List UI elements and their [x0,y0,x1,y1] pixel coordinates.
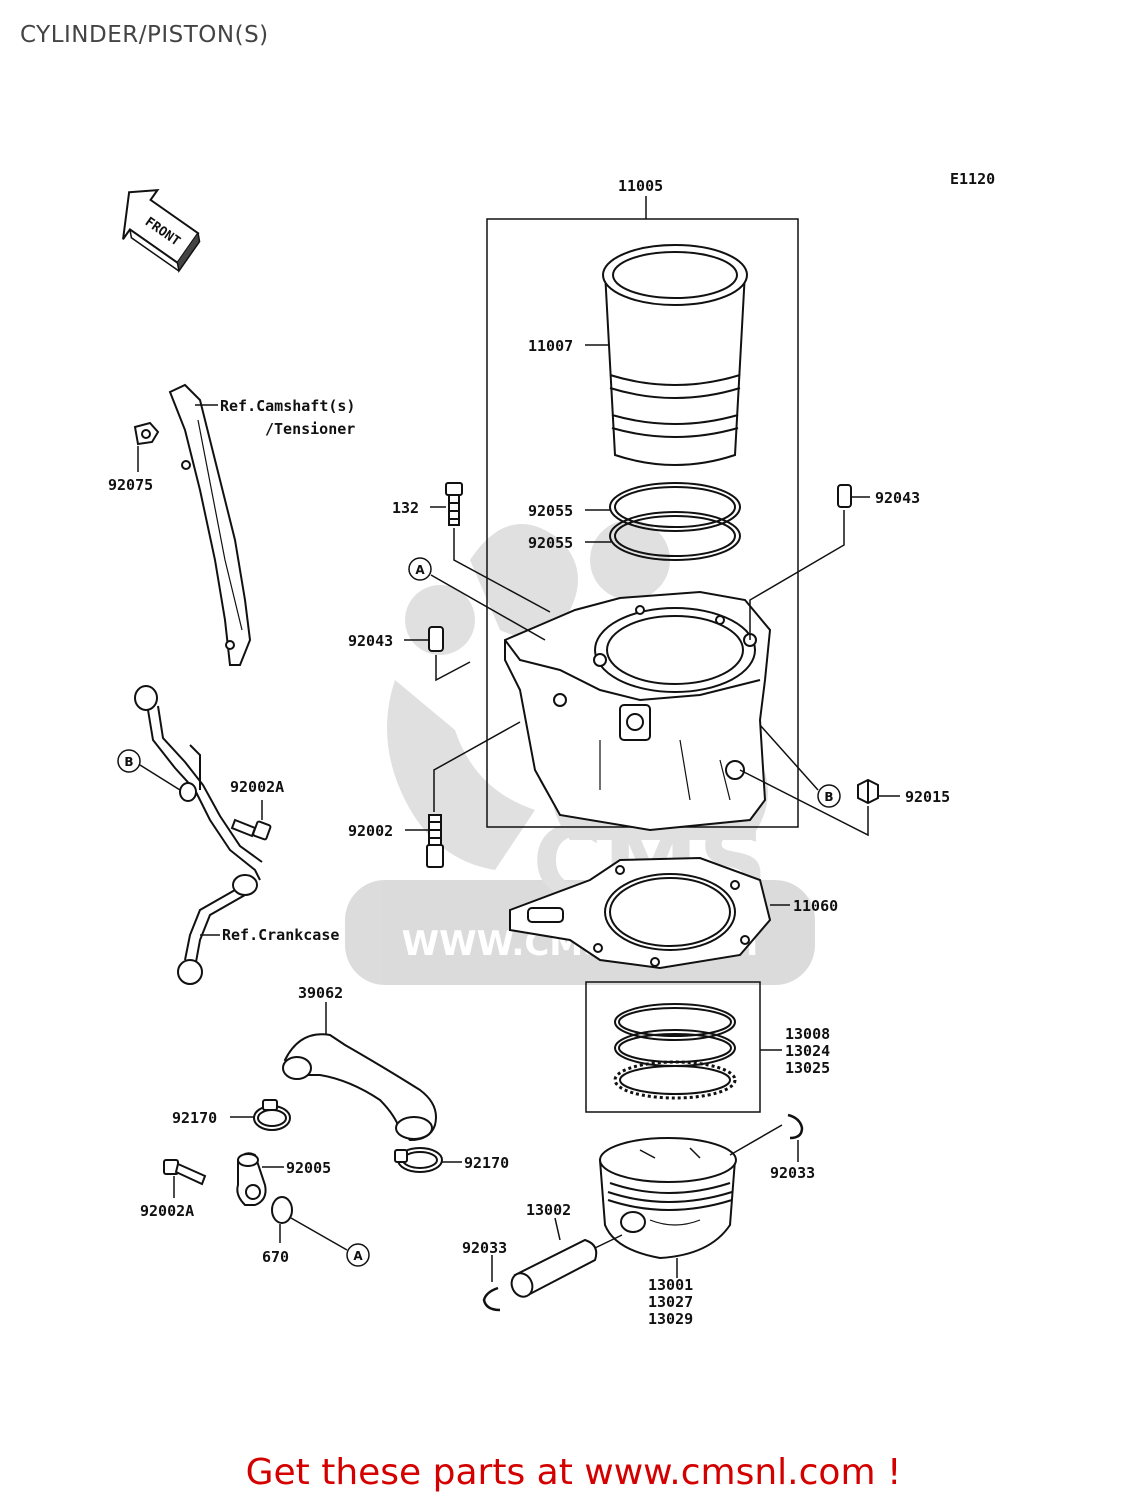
stud-bolt-part [426,814,444,868]
part-label-11007: 11007 [528,337,573,355]
part-label-92170-left: 92170 [172,1109,217,1127]
cylinder-liner-part [602,244,748,466]
piston-pin-part [510,1238,598,1298]
svg-text:A: A [353,1249,363,1263]
piston-part [598,1137,737,1260]
part-label-13008: 13008 [785,1025,830,1043]
callout-a-marker: A [408,557,432,581]
bolt-132-part [445,482,463,526]
liner-seal-part [609,482,741,561]
page-title: CYLINDER/PISTON(S) [20,22,269,48]
piston-ring-set-box [585,981,761,1113]
svg-text:A: A [415,563,425,577]
part-label-92002: 92002 [348,822,393,840]
part-label-92043-top: 92043 [875,489,920,507]
base-gasket-part [509,856,772,970]
part-label-92055-a: 92055 [528,502,573,520]
ref-camshaft-tensioner-line2: /Tensioner [265,420,355,438]
part-label-92075: 92075 [108,476,153,494]
part-label-13025: 13025 [785,1059,830,1077]
cam-chain-guide-part [168,383,252,666]
nut-part [857,778,879,805]
part-label-670: 670 [262,1248,289,1266]
footer-cta-link[interactable]: Get these parts at www.cmsnl.com ! [245,1452,902,1493]
front-arrow-icon: FRONT [122,188,201,273]
oil-pipe-part [134,685,263,985]
circlip-part [787,1113,804,1140]
part-label-13001: 13001 [648,1276,693,1294]
hose-clamp-part [394,1147,443,1173]
circlip-part [482,1286,501,1312]
callout-b-marker: B [817,784,841,808]
callout-a-marker: A [346,1243,370,1267]
water-fitting-part [236,1152,267,1206]
part-label-92033-right: 92033 [770,1164,815,1182]
water-hose-part [282,1033,437,1142]
part-label-132: 132 [392,499,419,517]
bolt-92002A-part [163,1159,207,1186]
part-label-13027: 13027 [648,1293,693,1311]
dowel-pin-part [837,484,852,508]
part-label-13024: 13024 [785,1042,830,1060]
clamp-92075-part [133,421,160,446]
part-label-13029: 13029 [648,1310,693,1328]
part-label-13002: 13002 [526,1201,571,1219]
part-label-92015: 92015 [905,788,950,806]
part-label-92005: 92005 [286,1159,331,1177]
callout-b-marker: B [117,749,141,773]
part-label-11005: 11005 [618,177,663,195]
part-label-92055-b: 92055 [528,534,573,552]
o-ring-part [271,1196,293,1224]
part-label-39062: 39062 [298,984,343,1002]
piston-ring-set-part [613,1003,737,1100]
part-label-92033-left: 92033 [462,1239,507,1257]
part-label-92002A-top: 92002A [230,778,284,796]
part-label-92170-right: 92170 [464,1154,509,1172]
cylinder-block-part [504,590,772,832]
diagram-code: E1120 [950,170,995,188]
hose-clamp-part [253,1099,291,1131]
part-label-11060: 11060 [793,897,838,915]
bolt-92002A-part [230,818,272,841]
svg-text:B: B [124,755,133,769]
ref-camshaft-tensioner-line1: Ref.Camshaft(s) [220,397,355,415]
dowel-pin-part [428,626,444,652]
svg-text:B: B [824,790,833,804]
part-label-92043-left: 92043 [348,632,393,650]
part-label-92002A-bottom: 92002A [140,1202,194,1220]
ref-crankcase: Ref.Crankcase [222,926,339,944]
